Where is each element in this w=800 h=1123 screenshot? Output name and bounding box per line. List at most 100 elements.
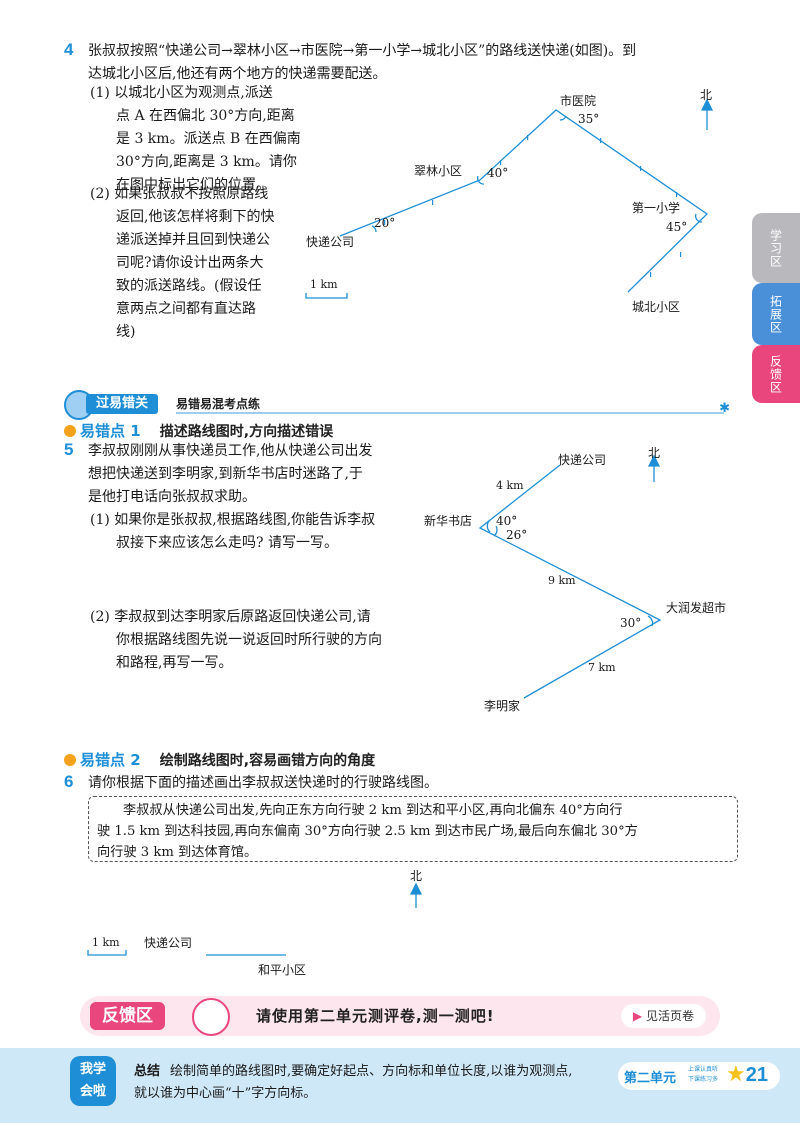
section-banner: 过易错关 易错易混考点练 ✱ — [64, 390, 730, 420]
feedback-button-label: 见活页卷 — [645, 1009, 694, 1023]
q5-angle-3: 30° — [620, 616, 642, 630]
footer: 我学 会啦 总结 绘制简单的路线图时,要确定好起点、方向标和单位长度,以谁为观测… — [0, 1048, 800, 1123]
q5-part1: (1) 如果你是张叔叔,根据路线图,你能告诉李叔 叔接下来应该怎么走吗? 请写一… — [90, 509, 375, 555]
checkpoint-1-desc: 描述路线图时,方向描述错误 — [159, 424, 334, 440]
q4-p2-line: 司呢?请你设计出两条大 — [116, 255, 264, 271]
q5-north-label: 北 — [648, 446, 661, 460]
q5-place-supermarket: 大润发超市 — [666, 601, 727, 615]
q6-description-box: 李叔叔从快递公司出发,先向正东方向行驶 2 km 到达和平小区,再向北偏东 40… — [88, 796, 738, 862]
q4-p2-line: 意两点之间都有直达路 — [116, 301, 256, 317]
feedback-message: 请使用第二单元测评卷,测一测吧! — [256, 1007, 495, 1025]
q4-scale-bar — [305, 293, 348, 299]
footer-unit-small-line: 上课认真听 — [688, 1066, 719, 1073]
q5-distance-2: 9 km — [548, 574, 576, 587]
feedback-bar: 反馈区 请使用第二单元测评卷,测一测吧! ▶ 见活页卷 — [80, 996, 720, 1036]
q6-north-label: 北 — [410, 869, 423, 883]
q5-number: 5 — [64, 440, 74, 459]
q4-p2-line: 返回,他该怎样将剩下的快 — [116, 209, 275, 225]
q5-angle-2: 26° — [506, 528, 528, 542]
q6-start-label: 快递公司 — [144, 936, 193, 950]
checkpoint-2: 易错点 2 绘制路线图时,容易画错方向的角度 — [64, 749, 375, 770]
q4-p1-line: 是 3 km。派送点 B 在西偏南 — [116, 131, 301, 147]
banner-title: 过易错关 — [86, 394, 159, 414]
banner-subtitle: 易错易混考点练 — [176, 397, 261, 411]
q4-number: 4 — [64, 40, 74, 59]
q4-intro-line1: 张叔叔按照“快递公司→翠林小区→市医院→第一小学→城北小区”的路线送快递(如图)… — [88, 43, 637, 59]
q5-p2-line: 你根据路线图先说一说返回时所行驶的方向 — [116, 632, 382, 648]
q4-place-express: 快递公司 — [306, 235, 355, 249]
q4-route-map — [305, 98, 714, 299]
checkpoint-1-label: 易错点 1 — [80, 422, 141, 440]
banner-star-icon: ✱ — [719, 401, 730, 416]
q6-scale-label: 1 km — [92, 936, 120, 949]
q6-route-map — [87, 882, 423, 956]
footer-unit: 第二单元 — [624, 1071, 677, 1086]
q4-p1-line: 点 A 在西偏北 30°方向,距离 — [116, 108, 295, 124]
q5-place-bookstore: 新华书店 — [424, 514, 473, 528]
q4-p1-line: 在图中标出它们的位置。 — [116, 177, 270, 193]
q4-part2: (2) 如果张叔叔不按照原路线 返回,他该怎样将剩下的快 递派送掉并且回到快递公… — [90, 183, 320, 344]
checkpoint-2-label: 易错点 2 — [80, 751, 141, 769]
q6-box-line: 向行驶 3 km 到达体育馆。 — [97, 845, 258, 860]
q5-intro: 李叔叔刚刚从事快递员工作,他从快递公司出发 想把快递送到李明家,到新华书店时迷路… — [88, 440, 372, 509]
footer-summary-line2: 就以谁为中心画“十”字方向标。 — [134, 1086, 317, 1101]
q5-angle-1: 40° — [496, 514, 518, 528]
q4-p1-line: (1) 以城北小区为观测点,派送 — [90, 85, 273, 101]
q5-intro-line: 想把快递送到李明家,到新华书店时迷路了,于 — [88, 466, 363, 482]
q6-number: 6 — [64, 772, 74, 791]
bulb-icon — [64, 754, 76, 766]
footer-unit-small-line: 下课练习多 — [688, 1076, 719, 1083]
q5-route-line — [478, 464, 662, 699]
q4-angle-school: 45° — [666, 220, 688, 234]
feedback-button[interactable]: ▶ 见活页卷 — [620, 1004, 706, 1028]
q5-part2: (2) 李叔叔到达李明家后原路返回快递公司,请 你根据路线图先说一说返回时所行驶… — [90, 606, 382, 675]
side-tab-expand[interactable]: 拓展区 — [752, 283, 800, 345]
star-mascot-icon: ★ — [726, 1062, 746, 1087]
q5-p1-line: (1) 如果你是张叔叔,根据路线图,你能告诉李叔 — [90, 512, 376, 528]
q5-p2-line: (2) 李叔叔到达李明家后原路返回快递公司,请 — [90, 609, 371, 625]
q4-p2-line: 致的派送路线。(假设任 — [116, 278, 262, 294]
q4-scale-label: 1 km — [310, 278, 338, 291]
q4-place-hospital: 市医院 — [560, 94, 597, 108]
q4-angle-hospital: 35° — [578, 112, 600, 126]
q4-place-school: 第一小学 — [632, 201, 681, 215]
q4-p2-line: 线) — [116, 324, 136, 340]
q5-place-express: 快递公司 — [558, 453, 607, 467]
q6-box-line: 李叔叔从快递公司出发,先向正东方向行驶 2 km 到达和平小区,再向北偏东 40… — [123, 803, 623, 818]
q5-distance-1: 4 km — [496, 479, 524, 492]
footer-unit-tab: 第二单元 上课认真听 下课练习多 ★ 21 — [618, 1062, 780, 1090]
banner-rule — [176, 412, 724, 414]
footer-summary-line1: 绘制简单的路线图时,要确定好起点、方向标和单位长度,以谁为观测点, — [170, 1064, 573, 1079]
q5-route-map — [478, 454, 662, 699]
bulb-icon — [64, 425, 76, 437]
checkpoint-1: 易错点 1 描述路线图时,方向描述错误 — [64, 420, 333, 441]
q4-angle-express: 20° — [374, 216, 396, 230]
q5-intro-line: 是他打电话向张叔叔求助。 — [88, 489, 256, 505]
page-number: 21 — [745, 1064, 768, 1086]
checkpoint-2-desc: 绘制路线图时,容易画错方向的角度 — [159, 753, 376, 769]
feedback-title: 反馈区 — [90, 1002, 165, 1030]
feedback-mascot-icon — [192, 998, 230, 1036]
q6-intro: 请你根据下面的描述画出李叔叔送快递时的行驶路线图。 — [88, 775, 438, 791]
q4-p1-line: 30°方向,距离是 3 km。请你 — [116, 154, 297, 170]
q4-place-cuilin: 翠林小区 — [414, 164, 463, 178]
footer-badge-line: 会啦 — [79, 1084, 106, 1099]
side-tab-learn[interactable]: 学习区 — [752, 213, 800, 283]
q6-end-label: 和平小区 — [258, 963, 307, 977]
q5-place-liming: 李明家 — [484, 699, 521, 713]
q5-p1-line: 叔接下来应该怎么走吗? 请写一写。 — [116, 535, 338, 551]
q4-part1: (1) 以城北小区为观测点,派送 点 A 在西偏北 30°方向,距离 是 3 k… — [90, 82, 320, 197]
footer-summary-label: 总结 — [134, 1064, 161, 1079]
play-icon: ▶ — [632, 1009, 643, 1023]
q5-intro-line: 李叔叔刚刚从事快递员工作,他从快递公司出发 — [88, 443, 373, 459]
q4-p2-line: (2) 如果张叔叔不按照原路线 — [90, 186, 269, 202]
q5-distance-3: 7 km — [588, 661, 616, 674]
q4-intro-line2: 达城北小区后,他还有两个地方的快递需要配送。 — [88, 66, 387, 82]
q4-angle-cuilin: 40° — [487, 166, 509, 180]
q5-p2-line: 和路程,再写一写。 — [116, 655, 233, 671]
side-tab-feedback[interactable]: 反馈区 — [752, 345, 800, 403]
q6-box-line: 驶 1.5 km 到达科技园,再向东偏南 30°方向行驶 2.5 km 到达市民… — [97, 824, 638, 839]
footer-unit-small: 上课认真听 下课练习多 — [688, 1065, 718, 1085]
q4-p2-line: 递派送掉并且回到快递公 — [116, 232, 270, 248]
q4-place-chengbei: 城北小区 — [632, 300, 681, 314]
